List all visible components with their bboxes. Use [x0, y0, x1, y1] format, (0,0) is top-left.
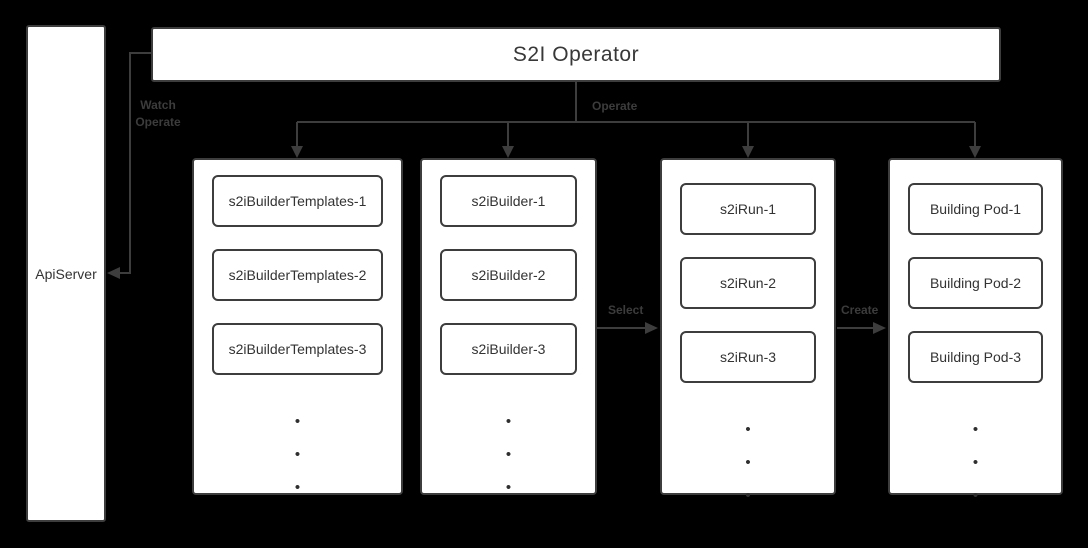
select-edge-label: Select: [608, 303, 644, 317]
drop-arrowhead-1: [291, 146, 303, 158]
s2i-operator-title: S2I Operator: [512, 42, 640, 66]
drop-arrowhead-2: [502, 146, 514, 158]
watch-edge-line: [120, 52, 151, 274]
ellipsis-dot: •: [745, 454, 751, 471]
watch-label-line2: Operate: [135, 115, 181, 129]
node-label: s2iRun-1: [719, 200, 777, 217]
node-label: Building Pod-1: [929, 200, 1022, 217]
node-label: s2iBuilder-3: [471, 340, 546, 357]
node-label: Building Pod-3: [929, 348, 1022, 365]
select-arrowhead: [645, 322, 658, 334]
drop-arrowhead-4: [969, 146, 981, 158]
node-label: s2iBuilderTemplates-2: [228, 266, 367, 283]
create-edge-label: Create: [841, 303, 879, 317]
arrowheads: [107, 146, 981, 334]
node-label: s2iBuilderTemplates-3: [228, 340, 367, 357]
ellipsis-dots: • • •: [745, 422, 750, 503]
ellipsis-dot: •: [505, 413, 512, 430]
watch-label-line1: Watch: [140, 98, 176, 112]
ellipsis-dot: •: [294, 479, 301, 496]
api-server-node: ApiServer: [26, 25, 106, 522]
ellipsis-dot: •: [972, 454, 979, 471]
node-box: s2iBuilderTemplates-2: [212, 249, 383, 301]
s2i-operator-node: S2I Operator: [151, 27, 1001, 82]
node-box: s2iRun-3: [680, 331, 816, 383]
node-box: s2iBuilderTemplates-1: [212, 175, 383, 227]
node-label: s2iBuilder-2: [471, 266, 546, 283]
ellipsis-dot: •: [972, 487, 979, 504]
edge-paths: [120, 52, 976, 329]
ellipsis-dots: • • •: [295, 414, 300, 495]
node-label: Building Pod-2: [929, 274, 1022, 291]
builders-column: s2iBuilder-1 s2iBuilder-2 s2iBuilder-3 •…: [420, 158, 597, 495]
node-box: Building Pod-2: [908, 257, 1043, 309]
ellipsis-dot: •: [972, 421, 979, 438]
node-box: s2iRun-2: [680, 257, 816, 309]
ellipsis-dots: • • •: [506, 414, 511, 495]
runs-column: s2iRun-1 s2iRun-2 s2iRun-3 • • •: [660, 158, 836, 503]
ellipsis-dot: •: [294, 413, 301, 430]
node-label: s2iRun-3: [719, 348, 777, 365]
ellipsis-dot: •: [505, 479, 512, 496]
watch-arrowhead: [107, 267, 120, 279]
api-server-label: ApiServer: [35, 265, 97, 282]
ellipsis-dot: •: [745, 487, 751, 504]
building-pods-column: Building Pod-1 Building Pod-2 Building P…: [888, 158, 1063, 503]
create-arrowhead: [873, 322, 886, 334]
node-box: s2iBuilder-2: [440, 249, 577, 301]
ellipsis-dot: •: [294, 446, 301, 463]
ellipsis-dots: • • •: [973, 422, 978, 503]
node-box: s2iRun-1: [680, 183, 816, 235]
node-label: s2iBuilderTemplates-1: [228, 192, 367, 209]
node-box: s2iBuilder-1: [440, 175, 577, 227]
node-box: Building Pod-1: [908, 183, 1043, 235]
node-box: s2iBuilder-3: [440, 323, 577, 375]
ellipsis-dot: •: [745, 421, 751, 438]
watch-operate-edge-label: Watch Operate: [127, 97, 189, 131]
operate-edge-label: Operate: [592, 99, 638, 113]
node-label: s2iRun-2: [719, 274, 777, 291]
node-label: s2iBuilder-1: [471, 192, 546, 209]
node-box: Building Pod-3: [908, 331, 1043, 383]
ellipsis-dot: •: [505, 446, 512, 463]
builder-templates-column: s2iBuilderTemplates-1 s2iBuilderTemplate…: [192, 158, 403, 495]
drop-arrowhead-3: [742, 146, 754, 158]
node-box: s2iBuilderTemplates-3: [212, 323, 383, 375]
